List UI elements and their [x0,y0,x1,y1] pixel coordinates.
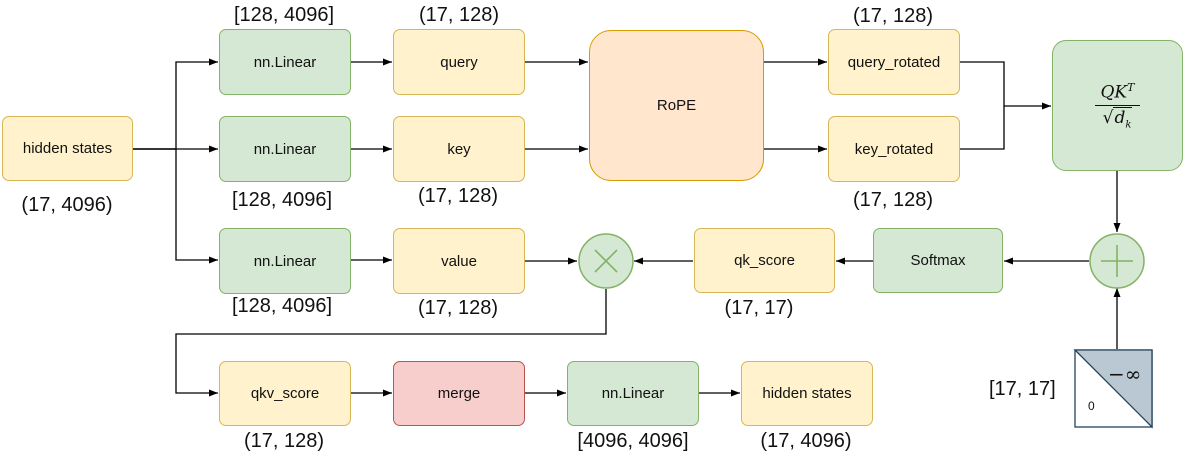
linear-value-node: nn.Linear [219,228,351,294]
attention-score-node: QKT √dk [1052,40,1183,171]
mask-neg-inf-label: −∞ [1108,362,1142,386]
dim-linear-out: [4096, 4096] [577,430,689,452]
circle-plus-icon [1101,245,1133,277]
dim-linear-k: [128, 4096] [231,189,333,211]
hidden-states-output: hidden states [741,361,873,426]
attention-formula: QKT √dk [1094,81,1141,130]
dim-key: (17, 128) [417,185,499,207]
query-node: query [393,29,525,95]
key-node: key [393,116,525,182]
dim-mask: [17, 17] [989,378,1056,400]
rope-node: RoPE [589,30,764,181]
linear-query-node: nn.Linear [219,29,351,95]
dim-key-rotated: (17, 128) [852,189,934,211]
edge-hidden-to-linear-q [133,58,218,150]
merge-node: merge [393,361,525,426]
dim-linear-q: [128, 4096] [233,4,335,26]
key-rotated-node: key_rotated [828,116,960,182]
dim-hidden-out: (17, 4096) [760,430,852,452]
linear-output-node: nn.Linear [567,361,699,426]
linear-key-node: nn.Linear [219,116,351,182]
multiply-node [578,233,634,289]
qk-score-node: qk_score [694,228,835,293]
dim-linear-v: [128, 4096] [231,295,333,317]
hidden-states-input: hidden states [2,116,133,181]
dim-query-rotated: (17, 128) [852,5,934,27]
dim-qkv-score: (17, 128) [243,430,325,452]
causal-mask [1073,349,1153,429]
edge-hidden-to-linear-v [133,148,218,264]
dim-value: (17, 128) [417,297,499,319]
mask-zero-label: 0 [1088,399,1095,413]
circle-multiply-icon [594,249,618,273]
value-node: value [393,228,525,294]
edge-key-rotated-to-attention [960,106,1005,150]
edge-query-rotated-to-attention [960,61,1051,110]
dim-query: (17, 128) [418,4,500,26]
add-node [1089,233,1145,289]
softmax-node: Softmax [873,228,1003,293]
dim-qk-score: (17, 17) [724,297,794,319]
edge-multiply-to-qkv-score [175,289,607,397]
qkv-score-node: qkv_score [219,361,351,426]
query-rotated-node: query_rotated [828,29,960,95]
dim-hidden-in: (17, 4096) [21,194,113,216]
